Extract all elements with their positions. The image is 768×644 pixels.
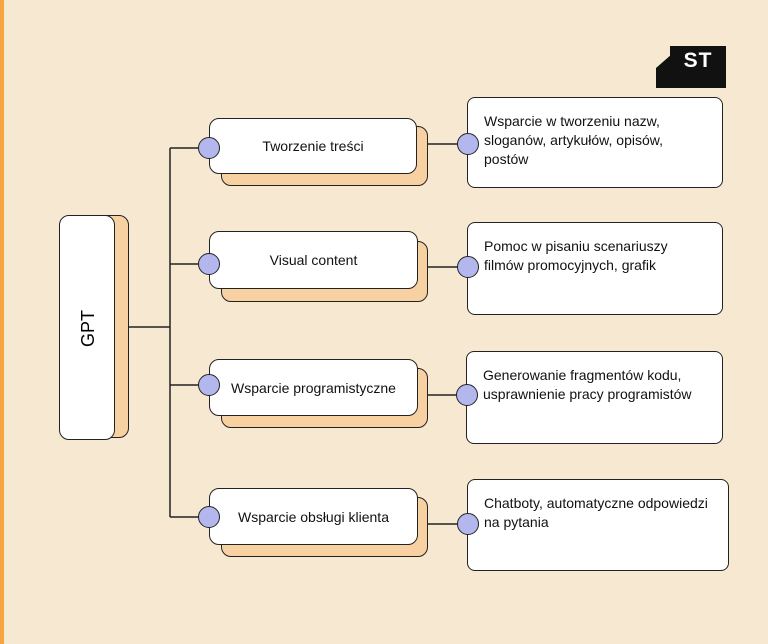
description-node-3: Generowanie fragmentów kodu, usprawnieni… <box>466 351 723 444</box>
connector-dot-category-4 <box>198 506 220 528</box>
connector-dot-category-1 <box>198 137 220 159</box>
logo-flag-shape <box>656 54 672 68</box>
connector-dot-category-3 <box>198 374 220 396</box>
category-node-1: Tworzenie treści <box>209 118 417 174</box>
description-node-2: Pomoc w pisaniu scenariuszy filmów promo… <box>467 222 723 315</box>
gpt-label: GPT <box>77 309 98 347</box>
left-accent-stripe <box>0 0 4 644</box>
connector-dot-description-4 <box>457 513 479 535</box>
logo-text: ST <box>683 49 713 72</box>
description-text-3: Generowanie fragmentów kodu, usprawnieni… <box>483 367 692 402</box>
category-label-1: Tworzenie treści <box>262 138 364 154</box>
gpt-node <box>59 215 115 440</box>
category-label-3: Wsparcie programistyczne <box>231 379 396 396</box>
description-text-1: Wsparcie w tworzeniu nazw, sloganów, art… <box>484 113 663 167</box>
description-text-4: Chatboty, automatyczne odpowiedzi na pyt… <box>484 495 708 530</box>
logo-box <box>670 46 726 88</box>
category-node-3: Wsparcie programistyczne <box>209 359 418 416</box>
connector-dot-category-2 <box>198 253 220 275</box>
logo-foot-shape <box>656 68 670 88</box>
category-label-2: Visual content <box>269 252 358 268</box>
category-node-4: Wsparcie obsługi klienta <box>209 488 418 545</box>
description-node-4: Chatboty, automatyczne odpowiedzi na pyt… <box>467 479 729 571</box>
category-node-2: Visual content <box>209 231 418 289</box>
brand-logo: ST <box>656 46 726 88</box>
connector-dot-description-1 <box>457 133 479 155</box>
description-text-2: Pomoc w pisaniu scenariuszy filmów promo… <box>484 238 668 273</box>
connector-dot-description-2 <box>457 256 479 278</box>
category-label-4: Wsparcie obsługi klienta <box>238 508 389 525</box>
connector-dot-description-3 <box>456 384 478 406</box>
description-node-1: Wsparcie w tworzeniu nazw, sloganów, art… <box>467 97 723 188</box>
